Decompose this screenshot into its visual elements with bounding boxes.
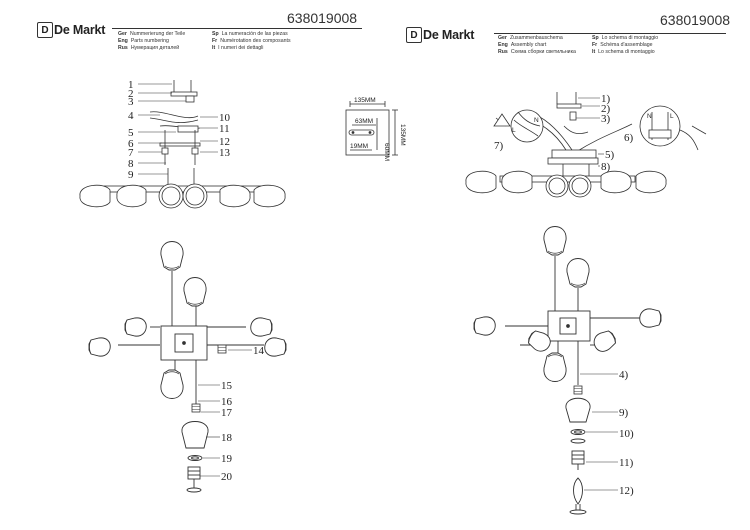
svg-text:L: L <box>512 127 516 134</box>
svg-text:12: 12 <box>219 136 230 148</box>
wire-labels: N L N L <box>512 113 674 134</box>
bulb-parts-left <box>181 421 209 493</box>
svg-text:19MM: 19MM <box>350 143 368 150</box>
svg-text:135MM: 135MM <box>354 97 376 104</box>
svg-text:3: 3 <box>128 96 134 108</box>
brand-logo: D De Markt <box>37 22 105 38</box>
svg-text:18: 18 <box>221 432 233 444</box>
brand-logo-right: D De Markt <box>406 27 474 43</box>
svg-text:1): 1) <box>601 93 611 105</box>
leader-lines-left <box>138 83 218 175</box>
svg-text:10): 10) <box>619 428 634 440</box>
svg-text:9): 9) <box>619 407 629 419</box>
product-code-left: 638019008 <box>287 10 358 26</box>
leader-lines-right-top <box>576 97 604 167</box>
svg-text:17: 17 <box>221 407 233 419</box>
bracket-dimension-drawing <box>345 101 398 156</box>
svg-text:5: 5 <box>128 127 134 139</box>
header-rule-right <box>494 33 726 34</box>
svg-text:16: 16 <box>221 396 233 408</box>
svg-text:135MM: 135MM <box>399 124 406 146</box>
svg-text:12): 12) <box>619 485 634 497</box>
assembly-top-view <box>465 92 707 198</box>
svg-text:7): 7) <box>494 140 504 152</box>
bracket-dimension-labels: 135MM 63MM 19MM 60MM 135MM <box>350 97 406 161</box>
plan-view-right <box>505 256 640 385</box>
exploded-parts-view <box>79 80 286 209</box>
svg-text:6: 6 <box>128 138 134 150</box>
svg-text:11: 11 <box>219 123 230 135</box>
svg-text:10: 10 <box>219 112 231 124</box>
part-numbers-left: 1 2 3 4 5 6 7 8 9 10 11 12 13 14 15 16 1… <box>128 79 265 483</box>
svg-text:9: 9 <box>128 169 134 181</box>
svg-text:19: 19 <box>221 453 233 465</box>
svg-text:7: 7 <box>128 147 134 159</box>
product-code-right: 638019008 <box>660 12 731 28</box>
svg-text:5): 5) <box>605 149 615 161</box>
logo-text: De Markt <box>423 28 475 42</box>
svg-text:6): 6) <box>624 132 634 144</box>
leader-lines-plan-left <box>198 349 252 477</box>
svg-text:N: N <box>647 113 652 120</box>
svg-text:3): 3) <box>601 113 611 125</box>
plan-shades-right <box>473 226 662 382</box>
svg-text:2: 2 <box>128 88 134 100</box>
svg-text:1: 1 <box>128 79 134 91</box>
svg-text:8: 8 <box>128 158 134 170</box>
svg-text:15: 15 <box>221 380 233 392</box>
logo-text: De Markt <box>54 23 106 37</box>
svg-text:14: 14 <box>253 345 265 357</box>
svg-text:11): 11) <box>619 457 634 469</box>
svg-text:4): 4) <box>619 369 629 381</box>
logo-mark: D <box>406 27 422 43</box>
svg-text:13: 13 <box>219 147 231 159</box>
svg-text:4: 4 <box>128 110 134 122</box>
plan-view-left <box>118 271 264 405</box>
svg-text:20: 20 <box>221 471 233 483</box>
svg-text:8): 8) <box>601 161 611 173</box>
svg-text:2): 2) <box>601 103 611 115</box>
header-rule-left <box>112 28 362 29</box>
svg-text:63MM: 63MM <box>355 118 373 125</box>
bulb-parts-right <box>565 385 591 515</box>
svg-text:60MM: 60MM <box>383 143 390 161</box>
svg-text:N: N <box>534 117 539 124</box>
logo-mark: D <box>37 22 53 38</box>
leader-lines-right-plan <box>580 373 618 491</box>
svg-text:L: L <box>670 113 674 120</box>
assembly-step-numbers: 1) 2) 3) 4) 5) 6) 7) 8) 9) 10) 11) 12) <box>494 93 634 497</box>
